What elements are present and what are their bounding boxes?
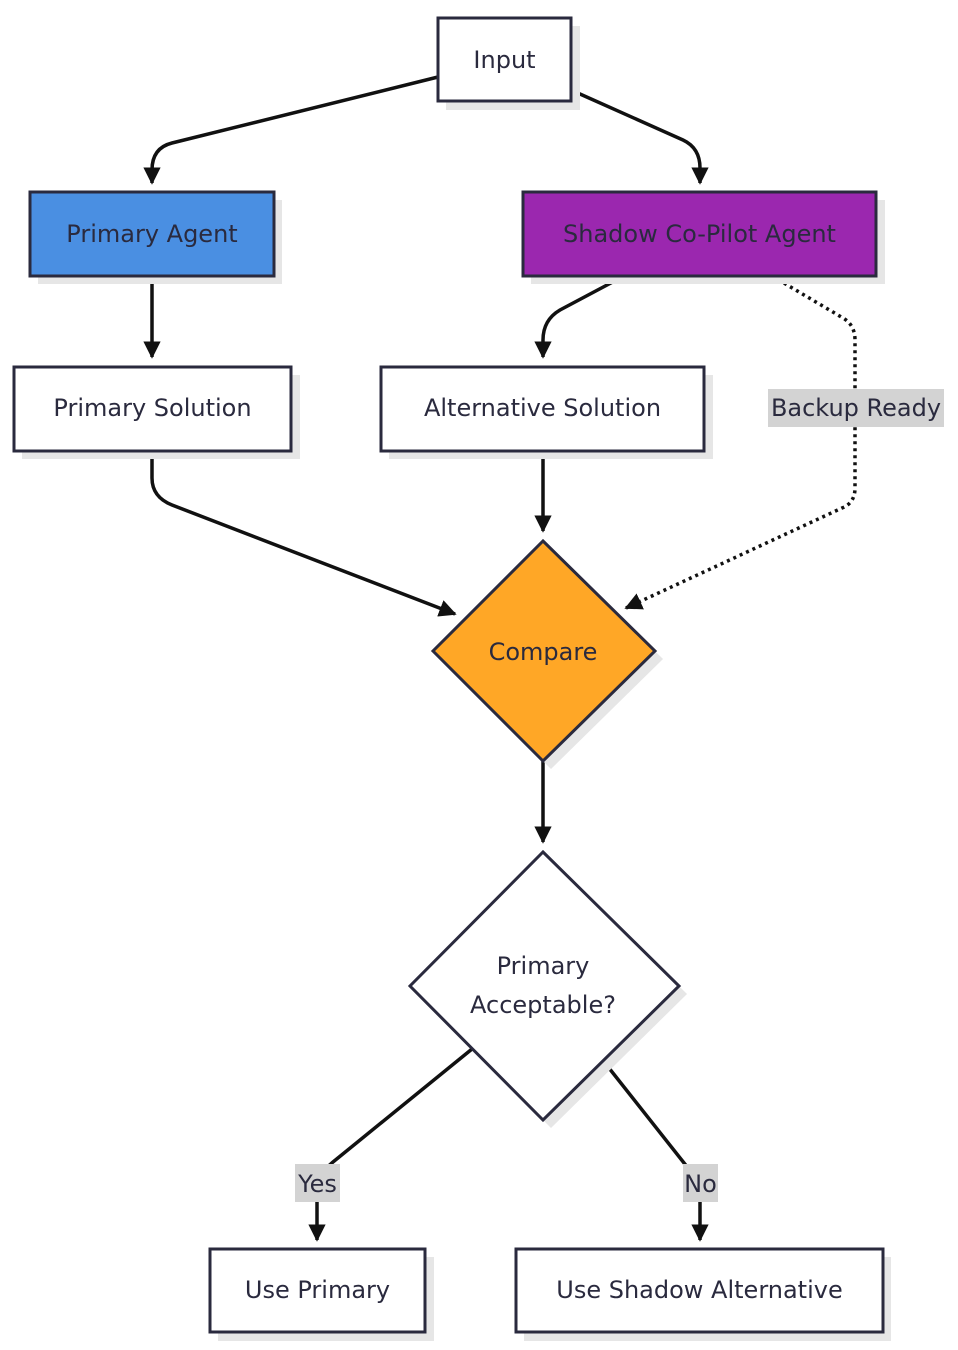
node-input: Input: [436, 16, 580, 110]
node-primary-agent: Primary Agent: [28, 190, 282, 284]
node-primary-solution: Primary Solution: [12, 365, 300, 459]
edge-shadow-agent-to-alternative-solution: [534, 274, 625, 359]
edge-input-to-shadow-agent: [570, 88, 709, 185]
edge-label-no: No: [683, 1164, 718, 1202]
edge-label-backup-ready-text: Backup Ready: [771, 394, 941, 422]
node-compare: Compare: [430, 538, 663, 769]
node-use-shadow-alternative: Use Shadow Alternative: [514, 1247, 891, 1341]
node-use-shadow-alternative-label: Use Shadow Alternative: [556, 1276, 842, 1304]
node-input-label: Input: [473, 46, 535, 74]
node-use-primary-label: Use Primary: [245, 1276, 390, 1304]
node-primary-solution-label: Primary Solution: [53, 394, 251, 422]
node-shadow-agent: Shadow Co-Pilot Agent: [521, 190, 885, 284]
edge-label-yes-text: Yes: [297, 1170, 337, 1198]
node-decision-label-line1: Primary: [497, 952, 590, 980]
node-alternative-solution: Alternative Solution: [379, 365, 713, 459]
edge-primary-solution-to-compare: [150, 451, 457, 617]
edge-label-no-text: No: [684, 1170, 717, 1198]
node-alternative-solution-label: Alternative Solution: [424, 394, 661, 422]
node-decision-label-line2: Acceptable?: [470, 991, 616, 1019]
node-compare-label: Compare: [489, 638, 598, 666]
edge-label-yes: Yes: [295, 1164, 340, 1202]
node-primary-agent-label: Primary Agent: [66, 220, 237, 248]
edge-label-backup-ready: Backup Ready: [768, 389, 944, 427]
node-shadow-agent-label: Shadow Co-Pilot Agent: [563, 220, 836, 248]
edge-input-to-primary-agent: [143, 75, 439, 185]
node-use-primary: Use Primary: [208, 1247, 434, 1341]
node-decision-primary-acceptable: Primary Acceptable?: [407, 849, 687, 1128]
edge-decision-to-use-primary: [308, 1047, 474, 1242]
edge-decision-to-use-shadow: [603, 1061, 709, 1242]
